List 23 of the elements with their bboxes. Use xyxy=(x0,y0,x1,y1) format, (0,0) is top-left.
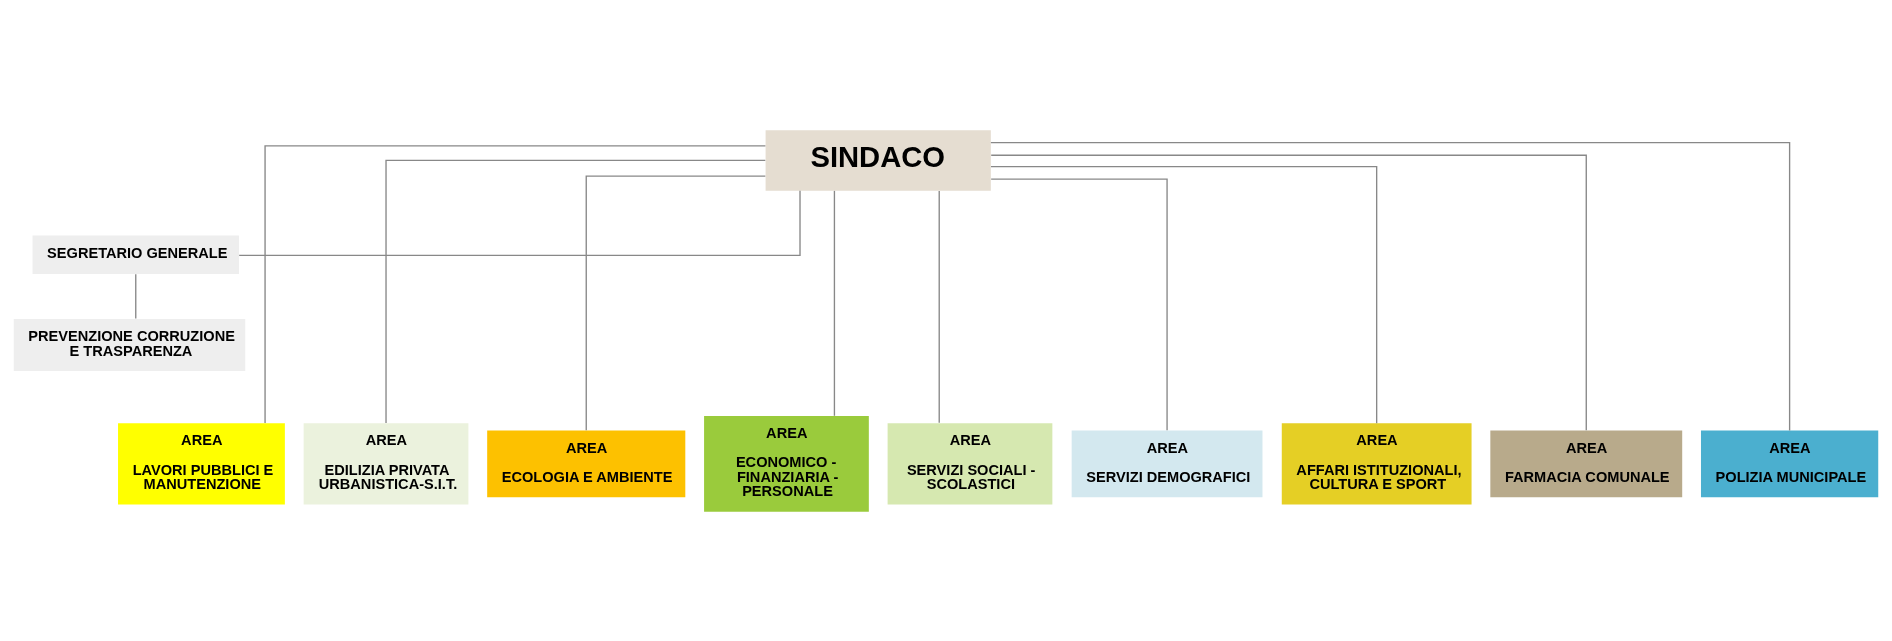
node-box: AREA SERVIZI DEMOGRAFICI xyxy=(1071,430,1263,497)
connector xyxy=(135,273,137,319)
node-box: AREA LAVORI PUBBLICI E MANUTENZIONE xyxy=(118,422,285,505)
node-box: AREA POLIZIA MUNICIPALE xyxy=(1700,430,1879,497)
connector xyxy=(990,165,1378,424)
connector xyxy=(990,178,1168,431)
connector xyxy=(238,189,801,256)
node-box: AREA ECONOMICO - FINANZIARIA - PERSONALE xyxy=(704,415,869,512)
connector xyxy=(938,189,940,424)
connector xyxy=(385,159,766,424)
node-box: PREVENZIONE CORRUZIONE E TRASPARENZA xyxy=(13,318,246,371)
node-box: AREA EDILIZIA PRIVATA URBANISTICA-S.I.T. xyxy=(303,422,469,505)
node-box: AREA AFFARI ISTITUZIONALI, CULTURA E SPORT xyxy=(1281,422,1472,505)
connector xyxy=(990,141,1791,431)
node-box: AREA FARMACIA COMUNALE xyxy=(1490,430,1683,497)
connector xyxy=(585,174,766,431)
node-box: SINDACO xyxy=(765,129,991,191)
connector xyxy=(990,154,1587,431)
node-box: AREA SERVIZI SOCIALI - SCOLASTICI xyxy=(887,422,1053,505)
connector xyxy=(833,189,836,416)
connector xyxy=(264,144,767,424)
node-box: SEGRETARIO GENERALE xyxy=(32,235,239,274)
node-box: AREA ECOLOGIA E AMBIENTE xyxy=(487,430,686,497)
